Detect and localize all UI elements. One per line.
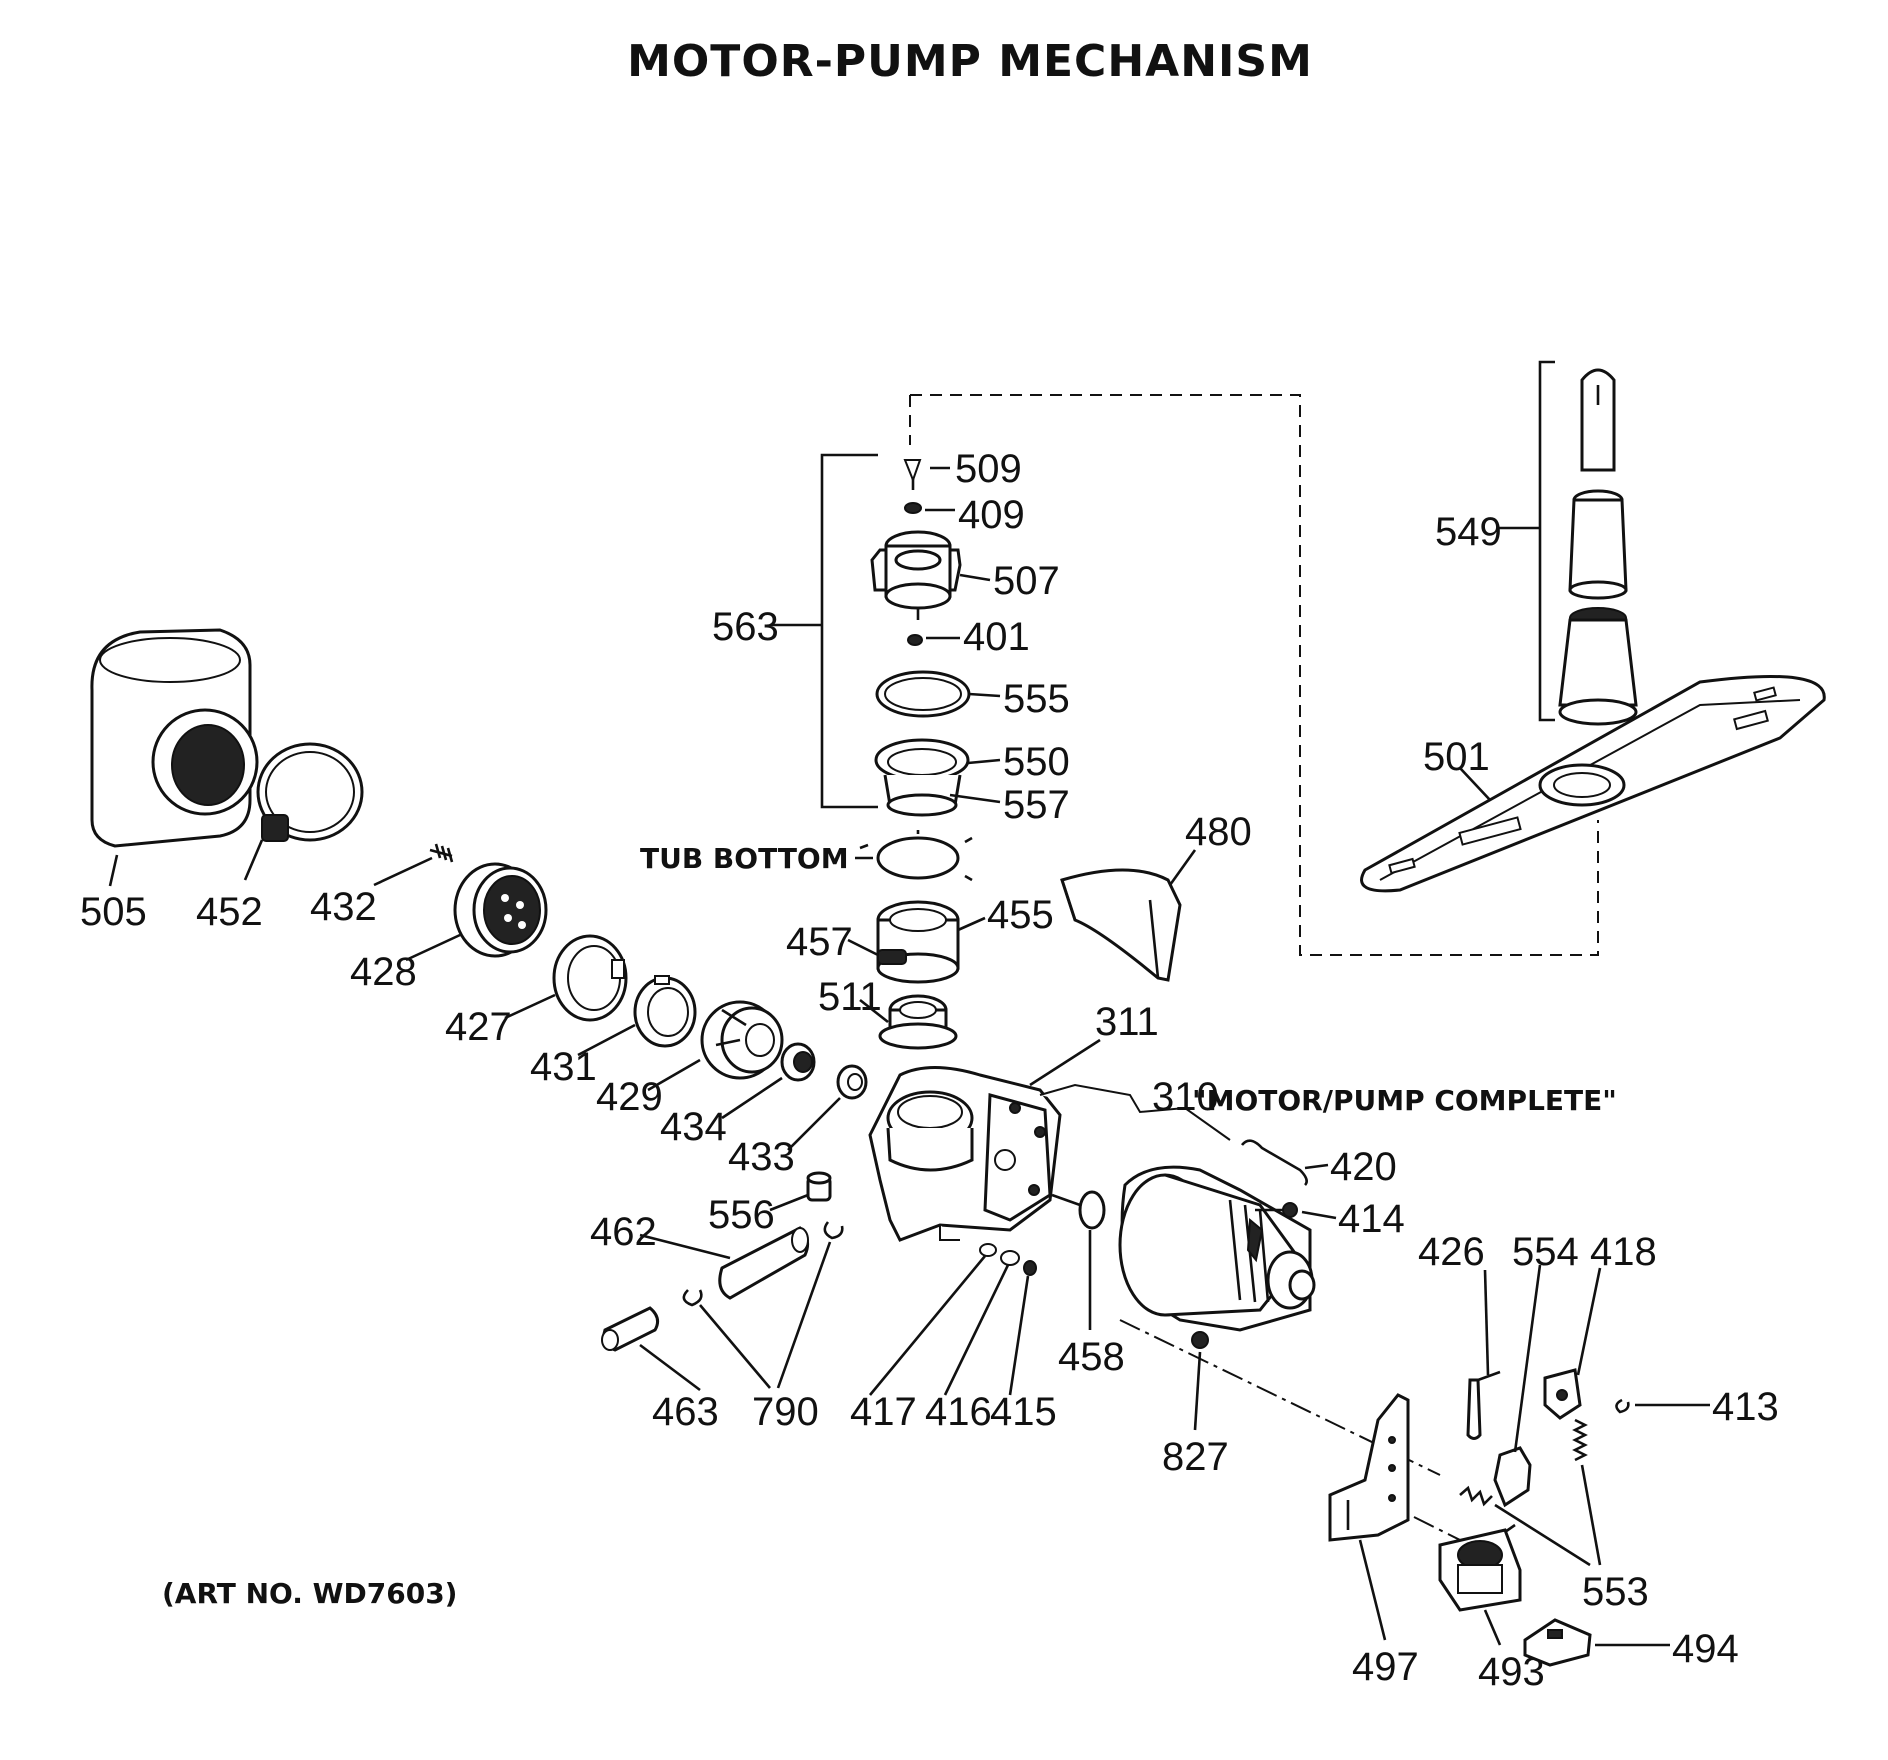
part-label-554: 554 — [1512, 1230, 1579, 1274]
part-label-432: 432 — [310, 885, 377, 929]
part-label-427: 427 — [445, 1005, 512, 1049]
part-label-420: 420 — [1330, 1145, 1397, 1189]
part-501 — [1360, 674, 1826, 893]
part-556 — [806, 1171, 832, 1202]
part-label-401: 401 — [963, 615, 1030, 659]
part-509 — [903, 459, 922, 490]
part-label-462: 462 — [590, 1210, 657, 1254]
part-label-455: 455 — [987, 893, 1054, 937]
part-label-505: 505 — [80, 890, 147, 934]
part-549 — [1558, 368, 1638, 726]
part-label-458: 458 — [1058, 1335, 1125, 1379]
part-label-418: 418 — [1590, 1230, 1657, 1274]
part-507 — [870, 530, 962, 620]
motor — [1118, 1165, 1316, 1332]
part-label-429: 429 — [596, 1075, 663, 1119]
part-409 — [904, 502, 922, 514]
part-label-428: 428 — [350, 950, 417, 994]
bracket-549 — [1538, 360, 1555, 722]
dashdot-connector — [1119, 1319, 1471, 1546]
bracket-563 — [820, 453, 878, 809]
part-494 — [1523, 1618, 1592, 1667]
part-417 — [979, 1243, 997, 1257]
part-label-416: 416 — [925, 1390, 992, 1434]
part-426 — [1466, 1370, 1501, 1440]
part-455 — [876, 900, 960, 984]
part-label-511: 511 — [818, 975, 882, 1019]
part-418 — [1543, 1368, 1582, 1420]
motor-pump-outline — [1039, 1083, 1231, 1141]
part-415 — [1023, 1260, 1037, 1276]
part-label-509: 509 — [955, 447, 1022, 491]
part-label-463: 463 — [652, 1390, 719, 1434]
part-label-507: 507 — [993, 559, 1060, 603]
part-463 — [601, 1306, 660, 1352]
part-511 — [878, 994, 958, 1050]
part-458 — [1051, 1190, 1106, 1230]
part-label-433: 433 — [728, 1135, 795, 1179]
part-label-557: 557 — [1003, 783, 1070, 827]
part-480 — [1060, 868, 1182, 982]
part-414 — [1255, 1202, 1298, 1218]
part-433 — [836, 1064, 868, 1100]
part-label-553: 553 — [1582, 1570, 1649, 1614]
part-label-556: 556 — [708, 1193, 775, 1237]
part-label-310: 310 — [1152, 1075, 1219, 1119]
part-label-827: 827 — [1162, 1435, 1229, 1479]
part-label-457: 457 — [786, 920, 853, 964]
part-label-494: 494 — [1672, 1627, 1739, 1671]
part-431 — [633, 975, 697, 1048]
part-553 — [1459, 1418, 1588, 1507]
part-label-414: 414 — [1338, 1197, 1405, 1241]
part-label-413: 413 — [1712, 1385, 1779, 1429]
part-452 — [256, 742, 364, 842]
part-label-409: 409 — [958, 493, 1025, 537]
part-label-311: 311 — [1095, 1000, 1159, 1044]
part-label-434: 434 — [660, 1105, 727, 1149]
tub-bottom-ring — [876, 836, 960, 880]
part-505 — [90, 628, 259, 848]
part-label-550: 550 — [1003, 740, 1070, 784]
diagram-title: MOTOR-PUMP MECHANISM — [627, 36, 1313, 87]
part-416 — [1000, 1250, 1020, 1266]
part-label-563: 563 — [712, 605, 779, 649]
part-311 — [868, 1066, 1062, 1242]
dashed-connector-box — [910, 394, 1599, 956]
part-434 — [780, 1042, 816, 1082]
part-label-452: 452 — [196, 890, 263, 934]
part-420 — [1240, 1139, 1308, 1186]
part-432 — [429, 843, 454, 863]
part-label-549: 549 — [1435, 510, 1502, 554]
tub-bottom-label: TUB BOTTOM — [640, 842, 849, 875]
part-554 — [1493, 1446, 1532, 1508]
part-457 — [877, 949, 907, 965]
part-label-555: 555 — [1003, 677, 1070, 721]
part-label-501: 501 — [1423, 735, 1490, 779]
part-label-431: 431 — [530, 1045, 597, 1089]
part-827 — [1191, 1331, 1209, 1349]
part-label-415: 415 — [990, 1390, 1057, 1434]
art-number: (ART NO. WD7603) — [162, 1577, 457, 1610]
part-555 — [875, 670, 971, 718]
part-428 — [453, 862, 548, 958]
part-label-790: 790 — [752, 1390, 819, 1434]
part-790 — [682, 1221, 844, 1307]
part-497 — [1328, 1393, 1410, 1542]
part-427 — [552, 934, 628, 1022]
part-413 — [1615, 1398, 1630, 1414]
part-462 — [718, 1226, 810, 1300]
part-493 — [1438, 1523, 1522, 1612]
part-label-426: 426 — [1418, 1230, 1485, 1274]
motor-pump-complete-label: "MOTOR/PUMP COMPLETE" — [1192, 1084, 1617, 1117]
part-label-417: 417 — [850, 1390, 917, 1434]
part-550 — [874, 738, 970, 817]
part-label-497: 497 — [1352, 1645, 1419, 1689]
part-429 — [700, 1000, 784, 1080]
part-401 — [907, 634, 923, 646]
part-label-480: 480 — [1185, 810, 1252, 854]
